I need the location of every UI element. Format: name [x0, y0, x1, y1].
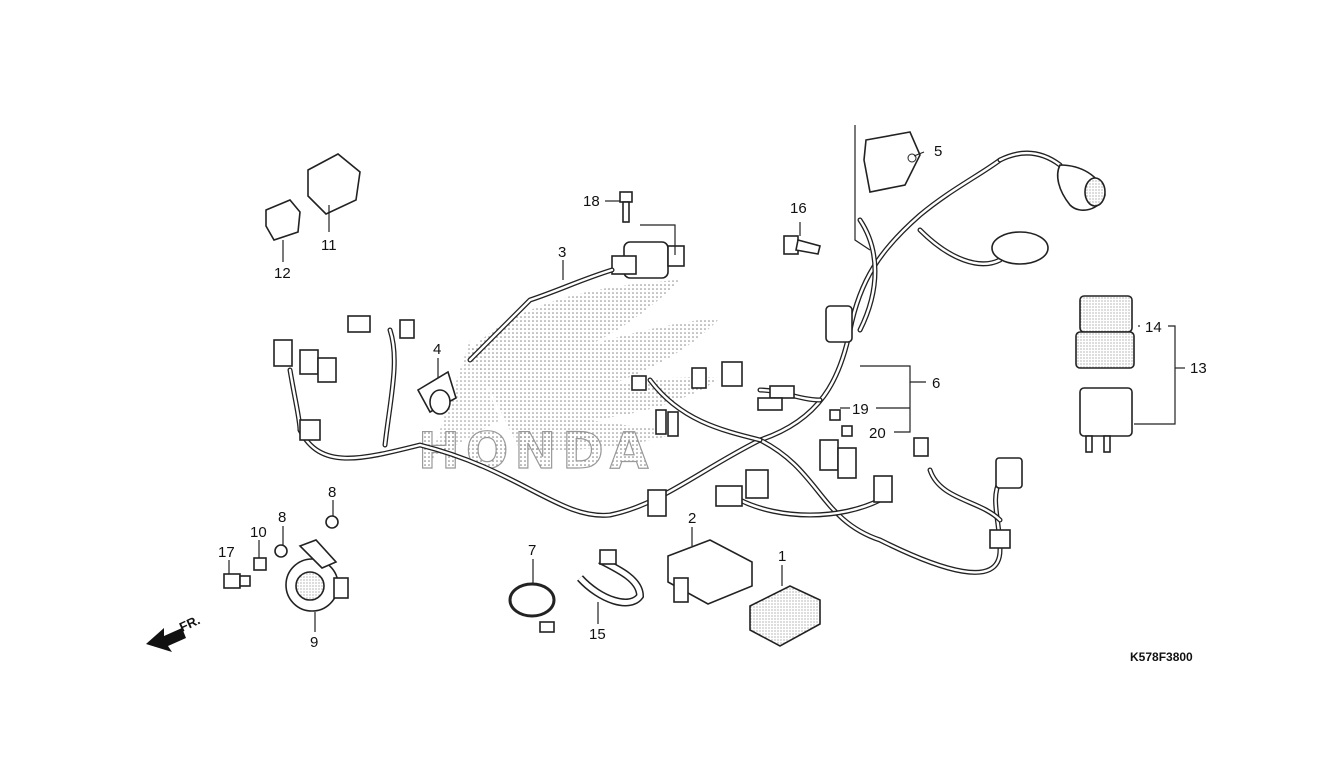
- callout-7: 7: [528, 542, 536, 559]
- relay-part-13: [1079, 387, 1133, 453]
- callout-14: 14: [1145, 319, 1162, 336]
- callout-15: 15: [589, 626, 606, 643]
- callout-8-lower: 8: [278, 509, 286, 526]
- callout-2: 2: [688, 510, 696, 527]
- bolt-16: [783, 235, 821, 255]
- callout-10: 10: [250, 524, 267, 541]
- harness-connectors: [273, 305, 1023, 549]
- clamp-part-7: [508, 582, 556, 633]
- front-marker-label: FR.: [177, 612, 202, 634]
- honda-wing-logo: [430, 280, 720, 460]
- sensor-cable-end: [1056, 164, 1106, 211]
- switch-part-5: [863, 131, 921, 193]
- cap-part-12: [265, 199, 301, 241]
- small-fuse-19: [829, 409, 841, 421]
- callout-5: 5: [934, 143, 942, 160]
- relay-part-11: [307, 153, 361, 215]
- callout-3: 3: [558, 244, 566, 261]
- callout-9: 9: [310, 634, 318, 651]
- horn-sensor-disc: [991, 231, 1049, 265]
- washer-8a: [274, 544, 288, 558]
- nut-10: [253, 557, 267, 571]
- main-wire-harness: [287, 150, 1063, 575]
- front-direction-arrow-icon: [146, 628, 186, 652]
- cable-tie-part-15: [577, 549, 645, 607]
- callout-1: 1: [778, 548, 786, 565]
- callout-20: 20: [869, 425, 886, 442]
- honda-watermark-text: HONDA: [418, 422, 654, 480]
- callout-13: 13: [1190, 360, 1207, 377]
- callout-12: 12: [274, 265, 291, 282]
- callout-8-upper: 8: [328, 484, 336, 501]
- callout-18: 18: [583, 193, 600, 210]
- relay-part-14: [1075, 295, 1135, 369]
- callout-19: 19: [852, 401, 869, 418]
- bolt-18: [619, 191, 633, 223]
- control-unit-part-2: [667, 539, 753, 605]
- small-fuse-20: [841, 425, 853, 437]
- callout-11: 11: [321, 237, 337, 254]
- horn-part-9: [285, 539, 349, 612]
- washer-8b: [325, 515, 339, 529]
- callout-4: 4: [433, 341, 441, 358]
- callout-17: 17: [218, 544, 235, 561]
- callout-16: 16: [790, 200, 807, 217]
- diagram-code: K578F3800: [1130, 650, 1193, 664]
- callout-6: 6: [932, 375, 940, 392]
- bolt-17: [223, 573, 251, 589]
- ignition-coil-part-3: [467, 241, 685, 363]
- leader-lines: [228, 151, 926, 632]
- fuse-box-part-1: [749, 585, 821, 647]
